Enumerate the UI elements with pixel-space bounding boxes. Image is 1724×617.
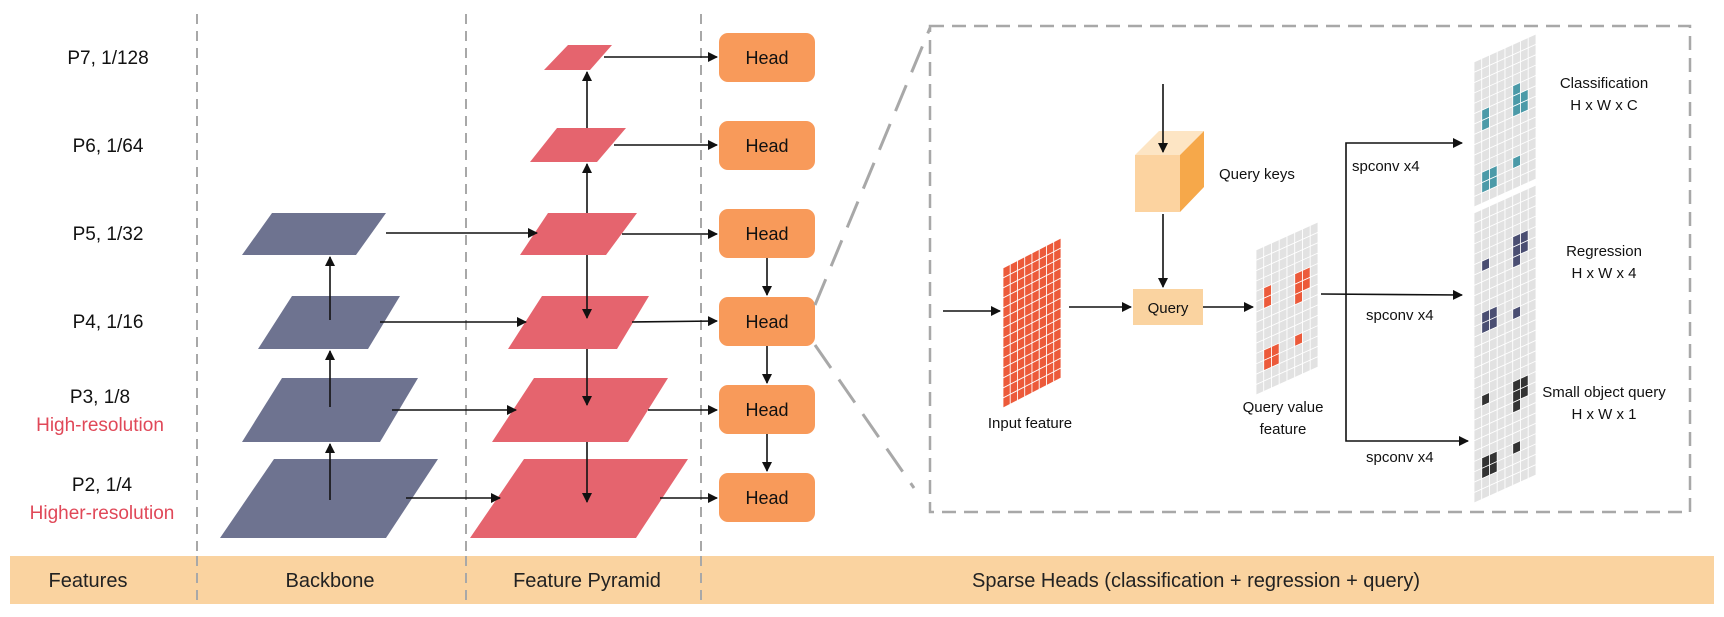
- zoom-lines: [813, 27, 932, 489]
- sparse-head-arrows: [943, 84, 1469, 446]
- head-p4: Head: [719, 297, 815, 346]
- column-dividers: [196, 14, 702, 603]
- query-value-grid: [1255, 221, 1319, 396]
- output-dims-regression: H x W x 4: [1571, 265, 1636, 282]
- output-title-regression: Regression: [1566, 243, 1642, 260]
- svg-text:Head: Head: [745, 488, 788, 508]
- pyramid-layer-p4: [508, 296, 649, 349]
- query-box: [1133, 289, 1203, 325]
- spconv-label-small-object: spconv x4: [1366, 449, 1434, 466]
- backbone-layer-p4: [258, 296, 400, 349]
- bottom-band: Features Backbone Feature Pyramid Sparse…: [10, 556, 1714, 604]
- query-keys-label: Query keys: [1219, 166, 1295, 183]
- output-dims-small-object: H x W x 1: [1571, 406, 1636, 423]
- pyramid-layer-p3: [492, 378, 668, 442]
- spconv-label-regression: spconv x4: [1366, 307, 1434, 324]
- svg-text:Head: Head: [745, 136, 788, 156]
- head-p3: Head: [719, 385, 815, 434]
- query-value-label-line1: Query value: [1243, 399, 1324, 416]
- band-feature-pyramid: Feature Pyramid: [513, 570, 661, 592]
- arrows: [325, 52, 772, 503]
- level-label-p3: P3, 1/8: [70, 387, 130, 408]
- head-p2: Head: [719, 473, 815, 522]
- small-object-grid: [1473, 329, 1537, 504]
- feature-pyramid: [470, 45, 688, 538]
- level-label-p5: P5, 1/32: [73, 224, 144, 245]
- output-dims-classification: H x W x C: [1570, 97, 1638, 114]
- pyramid-layer-p2: [470, 459, 688, 538]
- svg-text:Head: Head: [745, 312, 788, 332]
- output-title-classification: Classification: [1560, 75, 1648, 92]
- pyramid-layer-p5: [520, 213, 637, 255]
- backbone-layer-p2: [220, 459, 438, 538]
- backbone-layer-p5: [242, 213, 386, 255]
- regression-grid: [1473, 184, 1537, 359]
- input-feature-label: Input feature: [988, 415, 1072, 432]
- head-p7: Head: [719, 33, 815, 82]
- band-backbone: Backbone: [286, 570, 375, 592]
- level-label-p4: P4, 1/16: [73, 312, 144, 333]
- level-label-p6: P6, 1/64: [73, 136, 144, 157]
- head-p6: Head: [719, 121, 815, 170]
- output-title-small-object: Small object query: [1542, 384, 1666, 401]
- input-feature-grid: [1002, 237, 1062, 409]
- backbone-layer-p3: [242, 378, 418, 442]
- heads: Head Head Head Head Head Head: [719, 33, 815, 522]
- level-label-p2: P2, 1/4: [72, 475, 133, 496]
- backbone: [220, 213, 438, 538]
- head-p5: Head: [719, 209, 815, 258]
- level-labels: P7, 1/128 P6, 1/64 P5, 1/32 P4, 1/16 P3,…: [30, 48, 175, 524]
- band-sparse-heads: Sparse Heads (classification + regressio…: [972, 570, 1420, 592]
- spconv-label-classification: spconv x4: [1352, 158, 1420, 175]
- svg-text:Head: Head: [745, 400, 788, 420]
- level-note-higher-resolution: Higher-resolution: [30, 503, 175, 524]
- band-features: Features: [49, 570, 128, 592]
- classification-grid: [1473, 33, 1537, 208]
- svg-text:Head: Head: [745, 224, 788, 244]
- level-label-p7: P7, 1/128: [67, 48, 148, 69]
- query-keys-cube: [1135, 131, 1204, 212]
- pyramid-layer-p6: [530, 128, 626, 162]
- feature-grids: [1002, 33, 1537, 504]
- level-note-high-resolution: High-resolution: [36, 415, 164, 436]
- sparse-head-detail-panel: [928, 24, 1692, 514]
- query-box-label: Query: [1148, 300, 1189, 317]
- svg-text:Head: Head: [745, 48, 788, 68]
- pyramid-layer-p7: [544, 45, 612, 70]
- query-value-label-line2: feature: [1260, 421, 1307, 438]
